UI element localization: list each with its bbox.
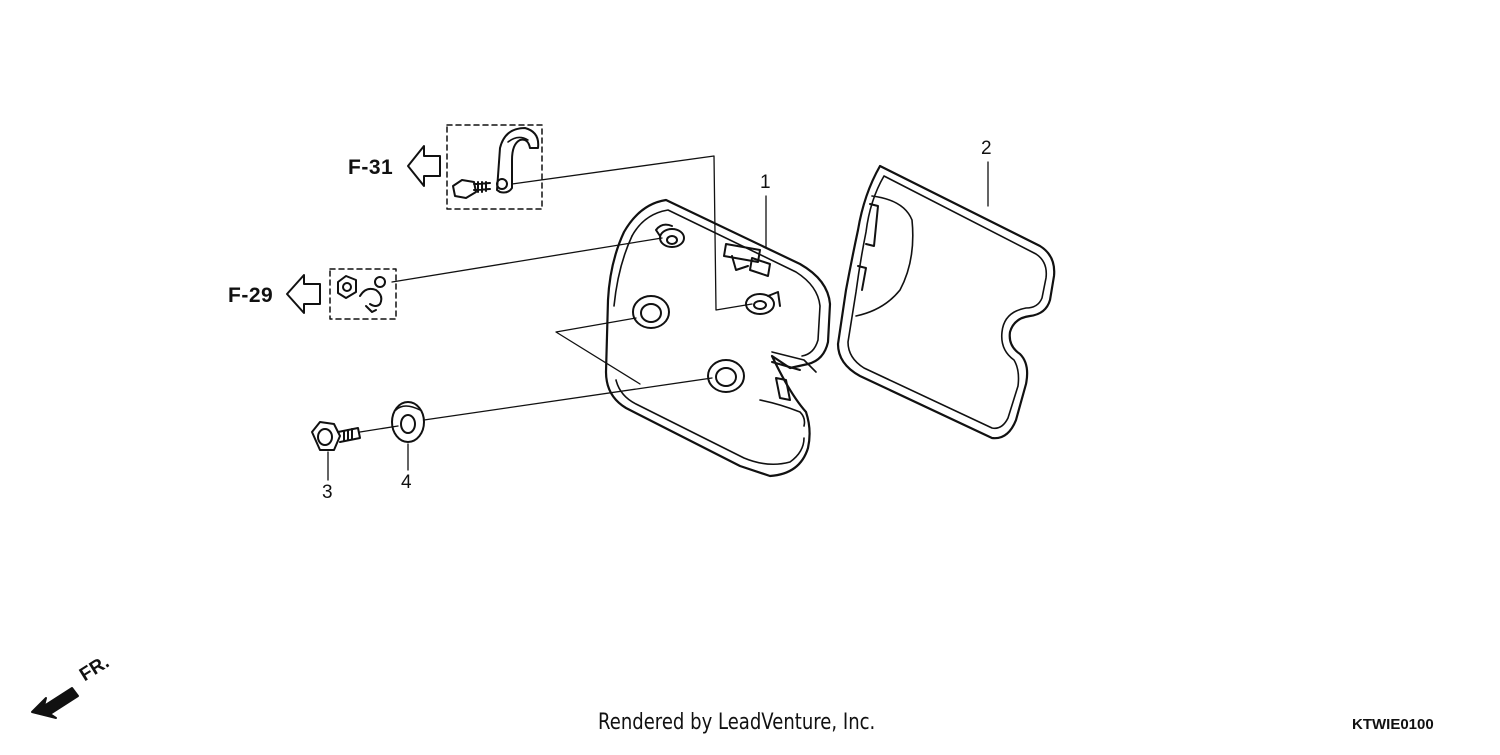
callout-part-1[interactable]: 1 (760, 172, 771, 193)
callout-part-3[interactable]: 3 (322, 482, 333, 503)
footer-credit: Rendered by LeadVenture, Inc. (598, 710, 876, 735)
cylinder-head-cover (604, 198, 832, 478)
diagram-code: KTWIE0100 (1352, 716, 1434, 733)
ref-label-f29[interactable]: F-29 (228, 284, 274, 307)
front-arrow-icon (31, 687, 79, 719)
callout-part-4[interactable]: 4 (401, 472, 412, 493)
grommet-washer (391, 401, 425, 443)
leader-lines (327, 155, 989, 481)
clamp-assembly-upper (446, 124, 543, 210)
head-cover-gasket (836, 164, 1056, 440)
ref-label-f31[interactable]: F-31 (348, 156, 394, 179)
callout-part-2[interactable]: 2 (981, 138, 992, 159)
f29-arrow-icon (286, 274, 321, 314)
f31-arrow-icon (407, 145, 441, 187)
clip-assembly-lower (329, 268, 397, 320)
cover-bolt (311, 421, 361, 451)
